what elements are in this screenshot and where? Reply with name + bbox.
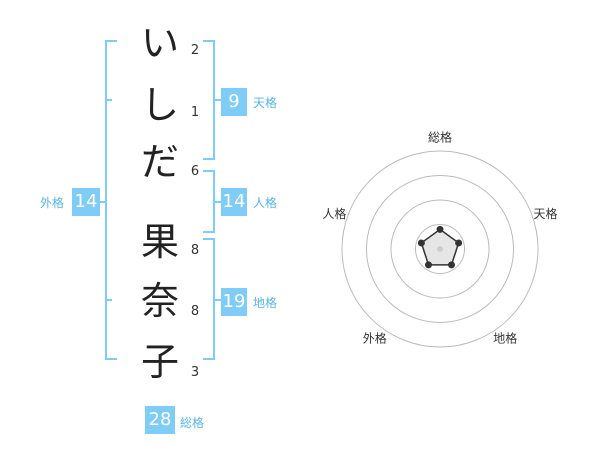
name-char-4: 果: [140, 220, 179, 264]
name-char-5: 奈: [140, 279, 179, 323]
radar-axis-label: 人格: [322, 206, 346, 221]
bracket-tick: [105, 299, 112, 301]
name-char-2: し: [140, 83, 179, 127]
tenkaku-label: 天格: [253, 96, 278, 110]
name-char-3: だ: [140, 140, 179, 184]
radar-ring: [415, 224, 465, 274]
bracket-connector: [215, 299, 222, 301]
radar-point: [436, 225, 444, 233]
radar-axis-label: 総格: [428, 130, 452, 145]
jinkaku-label: 人格: [253, 196, 278, 210]
gaikaku-bracket: [105, 40, 117, 360]
radar-axis-label: 天格: [534, 206, 558, 221]
chikaku-bracket: [203, 238, 215, 360]
radar-ring: [390, 199, 490, 299]
radar-point: [424, 261, 432, 269]
stroke-count-2: 1: [190, 105, 200, 120]
radar-axis-label: 地格: [493, 330, 517, 345]
jinkaku-value: 14: [221, 188, 247, 216]
gaikaku-value: 14: [72, 188, 100, 216]
name-char-1: い: [140, 21, 179, 65]
name-char-6: 子: [140, 340, 179, 384]
chikaku-value: 19: [221, 288, 247, 316]
stroke-count-5: 8: [190, 304, 200, 319]
bracket-tick: [105, 99, 112, 101]
stroke-count-4: 8: [190, 243, 200, 258]
radar-axis-label: 外格: [363, 330, 387, 345]
bracket-connector: [215, 99, 222, 101]
stroke-count-3: 6: [190, 164, 200, 179]
soukaku-label: 総格: [180, 416, 205, 430]
bracket-connector: [215, 201, 222, 203]
radar-center-dot: [437, 246, 443, 252]
chikaku-label: 地格: [253, 296, 278, 310]
stroke-count-6: 3: [190, 365, 200, 380]
soukaku-value: 28: [145, 406, 175, 434]
radar-point: [455, 239, 463, 247]
tenkaku-bracket: [203, 40, 215, 160]
tenkaku-value: 9: [221, 88, 247, 116]
jinkaku-bracket: [203, 170, 215, 233]
stroke-count-1: 2: [190, 43, 200, 58]
gaikaku-label: 外格: [40, 196, 65, 210]
radar-point: [448, 261, 456, 269]
radar-ring: [366, 175, 514, 323]
radar-point: [417, 239, 425, 247]
radar-ring: [341, 150, 539, 348]
